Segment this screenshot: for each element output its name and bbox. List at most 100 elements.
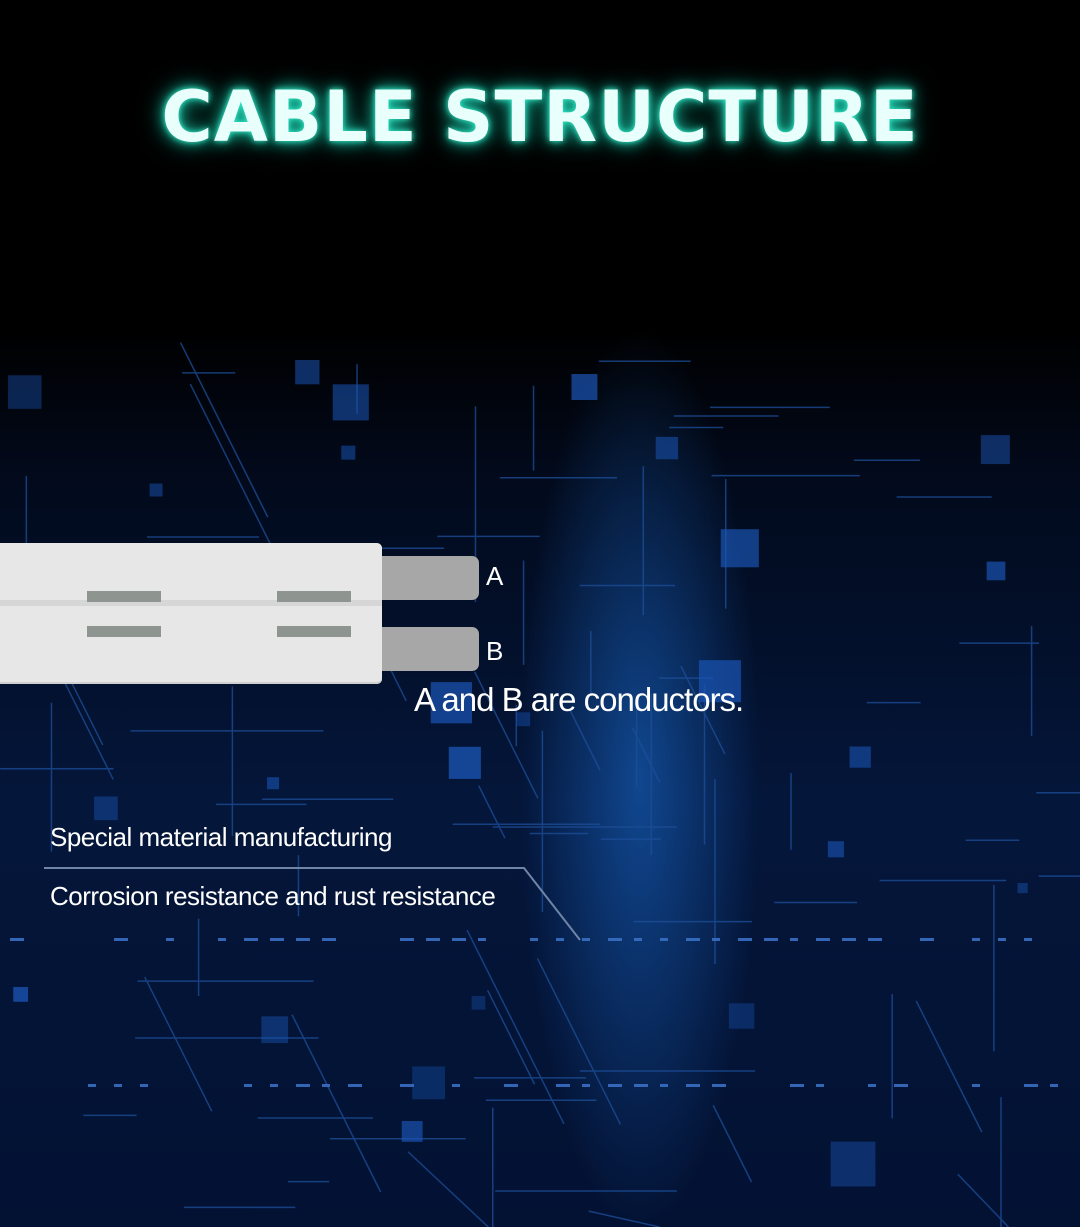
circuit-dash <box>244 938 258 941</box>
circuit-pad <box>261 1016 289 1044</box>
circuit-dash <box>452 938 466 941</box>
circuit-dash <box>270 938 284 941</box>
circuit-pad <box>448 746 481 779</box>
circuit-dash <box>556 938 564 941</box>
circuit-dash <box>296 938 310 941</box>
circuit-dash <box>556 1084 570 1087</box>
conductor-caption: A and B are conductors. <box>414 681 744 718</box>
circuit-trace <box>477 785 506 839</box>
circuit-pad <box>571 374 598 401</box>
circuit-pad <box>8 375 42 409</box>
circuit-pad <box>980 435 1010 465</box>
circuit-dash <box>166 938 174 941</box>
circuit-trace <box>536 958 622 1125</box>
circuit-trace <box>407 1151 489 1227</box>
circuit-dash <box>348 1084 362 1087</box>
circuit-dash <box>868 1084 876 1087</box>
circuit-dash <box>140 1084 148 1087</box>
circuit-dash <box>634 1084 648 1087</box>
circuit-dash <box>582 938 590 941</box>
circuit-pad <box>332 384 369 421</box>
circuit-pad <box>830 1141 876 1187</box>
circuit-dash <box>322 938 336 941</box>
sheath-marking <box>277 626 351 637</box>
circuit-dash <box>452 1084 460 1087</box>
circuit-dash <box>244 1084 252 1087</box>
circuit-trace <box>189 383 287 575</box>
circuit-dash <box>1024 1084 1038 1087</box>
circuit-dash <box>738 938 752 941</box>
circuit-pad <box>94 796 118 821</box>
circuit-dash <box>816 938 830 941</box>
circuit-dash <box>712 938 720 941</box>
circuit-dash <box>582 1084 590 1087</box>
circuit-dash <box>868 938 882 941</box>
circuit-pad <box>516 712 531 727</box>
circuit-dash <box>10 938 24 941</box>
circuit-pad <box>655 436 679 460</box>
circuit-dash <box>660 1084 668 1087</box>
cable-seam <box>0 600 382 606</box>
circuit-pad <box>827 841 844 858</box>
circuit-dash <box>114 1084 122 1087</box>
circuit-dash <box>712 1084 726 1087</box>
circuit-pad <box>295 360 320 385</box>
circuit-pad <box>1017 883 1028 894</box>
circuit-pad <box>401 1121 423 1142</box>
page-title: CABLE STRUCTURE <box>161 76 919 158</box>
circuit-trace <box>588 1210 660 1227</box>
circuit-dash <box>686 1084 700 1087</box>
cable-sheath <box>0 543 382 684</box>
circuit-dash <box>400 938 414 941</box>
feature-item: Special material manufacturing <box>50 822 392 852</box>
circuit-dash <box>660 938 668 941</box>
conductor-b <box>382 627 479 671</box>
circuit-trace <box>486 989 536 1085</box>
circuit-pad <box>412 1066 446 1100</box>
sheath-marking <box>87 626 161 637</box>
circuit-trace <box>144 976 213 1112</box>
circuit-trace <box>712 1104 753 1183</box>
circuit-dash <box>322 1084 330 1087</box>
circuit-dash <box>816 1084 824 1087</box>
circuit-dash <box>478 938 486 941</box>
circuit-pad <box>986 561 1006 581</box>
circuit-pad <box>698 660 741 703</box>
circuit-trace <box>957 1173 1009 1227</box>
circuit-dash <box>114 938 128 941</box>
circuit-dash <box>530 938 538 941</box>
circuit-pad <box>149 483 163 497</box>
circuit-dash <box>1050 1084 1058 1087</box>
circuit-dash <box>218 938 226 941</box>
circuit-dash <box>504 1084 518 1087</box>
circuit-dash <box>686 938 700 941</box>
circuit-dash <box>894 1084 908 1087</box>
circuit-pad <box>728 1003 755 1029</box>
circuit-trace <box>466 929 565 1125</box>
circuit-trace <box>680 665 726 755</box>
circuit-trace <box>474 671 539 799</box>
conductor-b-label: B <box>486 636 504 666</box>
circuit-dash <box>608 1084 622 1087</box>
sheath-marking <box>87 591 161 602</box>
feature-item: Corrosion resistance and rust resistance <box>50 881 496 911</box>
circuit-dash <box>1024 938 1032 941</box>
circuit-pad <box>471 995 486 1010</box>
circuit-dash <box>400 1084 414 1087</box>
circuit-trace <box>291 1014 382 1193</box>
circuit-dash <box>920 938 934 941</box>
circuit-trace <box>631 727 661 783</box>
circuit-dash <box>426 938 440 941</box>
circuit-trace <box>179 342 269 518</box>
circuit-dash <box>998 938 1006 941</box>
sheath-marking <box>277 591 351 602</box>
circuit-dash <box>842 938 856 941</box>
circuit-dash <box>972 1084 980 1087</box>
circuit-pad <box>430 682 472 724</box>
circuit-dash <box>972 938 980 941</box>
conductor-a <box>382 556 479 600</box>
circuit-dash <box>790 1084 804 1087</box>
